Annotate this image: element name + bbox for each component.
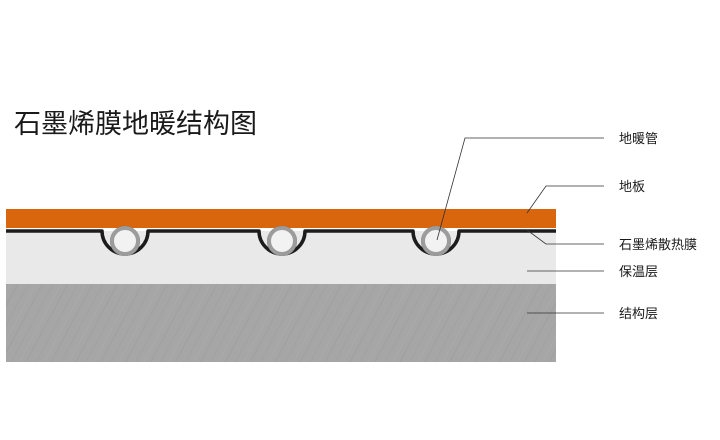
heating-pipe: [267, 226, 297, 256]
label-floor: 地板: [619, 180, 645, 195]
floor-layer: [6, 209, 556, 228]
label-pipe: 地暖管: [619, 132, 658, 147]
diagram-title: 石墨烯膜地暖结构图: [14, 109, 257, 140]
leader-line-pipe: [436, 137, 604, 241]
leader-line-graphene: [526, 229, 604, 245]
label-structure: 结构层: [619, 307, 658, 322]
structure-layer-texture: [6, 284, 556, 362]
heating-pipe: [110, 226, 140, 256]
label-insulation: 保温层: [619, 265, 658, 280]
leader-line-floor: [526, 185, 604, 214]
label-graphene: 石墨烯散热膜: [619, 238, 697, 253]
heating-pipe: [421, 226, 451, 256]
